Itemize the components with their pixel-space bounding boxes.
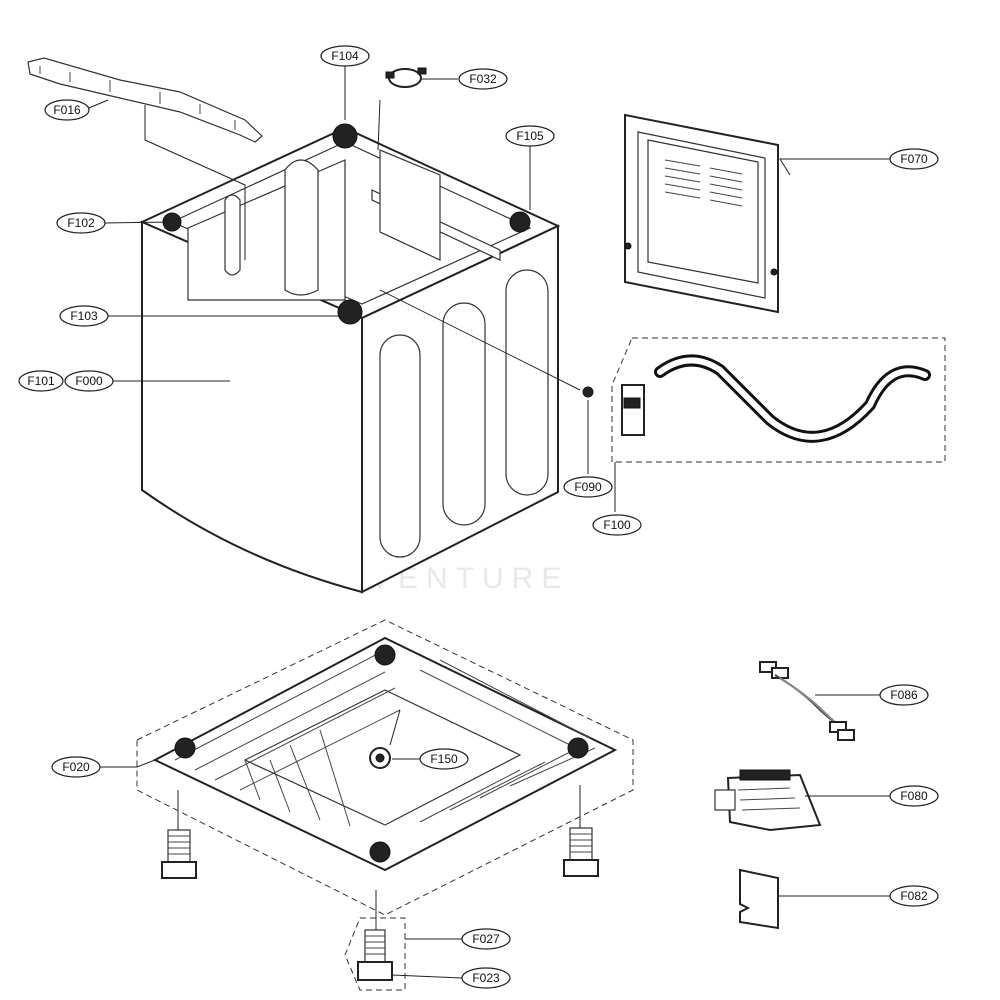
callout-f020: F020: [51, 756, 101, 778]
svg-text:F100: F100: [603, 518, 631, 532]
callout-f070: F070: [889, 148, 939, 170]
svg-text:F080: F080: [900, 789, 928, 803]
callout-f090: F090: [563, 476, 613, 498]
base-knob-part: [369, 747, 391, 769]
callout-f104: F104: [320, 45, 370, 67]
svg-text:F000: F000: [75, 374, 103, 388]
svg-text:F070: F070: [900, 152, 928, 166]
svg-text:F102: F102: [67, 216, 95, 230]
wire-harness-part: [759, 661, 855, 741]
callout-f102: F102: [56, 212, 106, 234]
cabinet-part: [139, 123, 561, 594]
callout-f000: F000: [64, 370, 114, 392]
callout-f101: F101: [18, 370, 64, 392]
callout-f103: F103: [59, 305, 109, 327]
top-brace-part: [27, 57, 263, 143]
svg-text:F020: F020: [62, 760, 90, 774]
svg-text:F150: F150: [430, 752, 458, 766]
svg-text:F090: F090: [574, 480, 602, 494]
svg-text:F023: F023: [472, 971, 500, 985]
svg-text:F086: F086: [890, 688, 918, 702]
callout-f086: F086: [879, 684, 929, 706]
svg-text:F101: F101: [27, 374, 55, 388]
leader-lines: [83, 66, 890, 979]
callout-f027: F027: [461, 928, 511, 950]
svg-text:F082: F082: [900, 889, 928, 903]
svg-text:F027: F027: [472, 932, 500, 946]
callout-f032: F032: [458, 68, 508, 90]
callout-f105: F105: [505, 125, 555, 147]
svg-text:F016: F016: [53, 103, 81, 117]
callout-f023: F023: [461, 967, 511, 989]
svg-text:F105: F105: [516, 129, 544, 143]
leveling-foot-detail: [357, 929, 393, 981]
drain-hose-part: [621, 354, 931, 443]
inlet-valve-part: [714, 769, 822, 832]
svg-text:F032: F032: [469, 72, 497, 86]
svg-text:F103: F103: [70, 309, 98, 323]
leveling-foot-right: [563, 827, 599, 877]
callout-f100: F100: [592, 514, 642, 536]
clamp-part: [385, 67, 427, 88]
leveling-foot-left: [161, 829, 197, 879]
callout-f080: F080: [889, 785, 939, 807]
rear-panel-part: [624, 113, 779, 314]
hose-clip-part: [582, 386, 594, 398]
callout-f082: F082: [889, 885, 939, 907]
bracket-part: [739, 868, 779, 930]
svg-text:F104: F104: [331, 49, 359, 63]
callout-f150: F150: [419, 748, 469, 770]
callout-f016: F016: [44, 99, 90, 121]
